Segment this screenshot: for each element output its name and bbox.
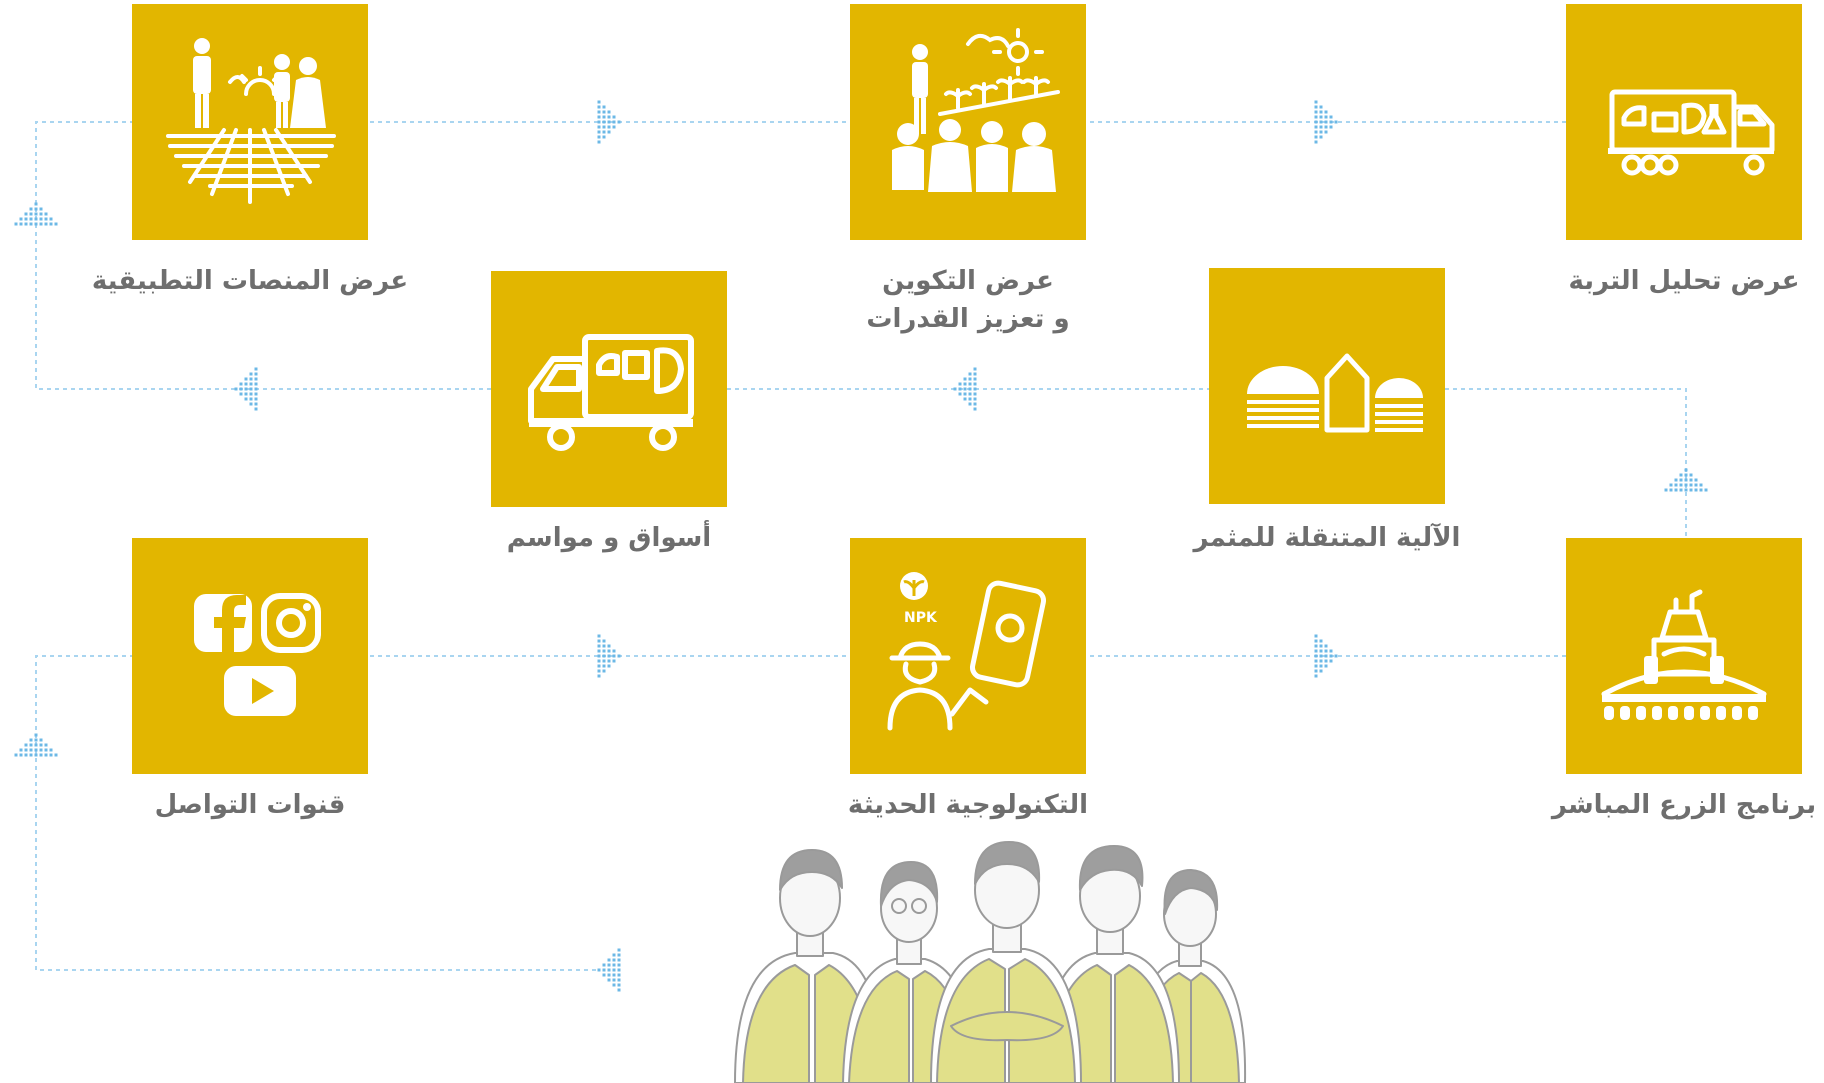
flow-arrow-icon — [953, 367, 977, 411]
tile-social-channels — [132, 538, 368, 774]
flow-arrow-icon — [1314, 100, 1338, 144]
demo-field-icon — [166, 38, 336, 204]
flow-arrow-icon — [597, 948, 621, 992]
flow-arrow-icon — [14, 202, 58, 226]
facebook-icon — [194, 594, 252, 652]
tile-soil-analysis — [1566, 4, 1802, 240]
youtube-icon — [224, 666, 296, 716]
label-social-channels: قنوات التواصل — [120, 786, 380, 824]
flow-arrow-icon — [1314, 634, 1338, 678]
label-line: و تعزيز القدرات — [866, 304, 1070, 334]
instagram-icon — [261, 593, 321, 653]
soil-lab-truck-icon — [1608, 89, 1775, 176]
tile-training — [850, 4, 1086, 240]
connector-row1 — [35, 121, 1566, 390]
delivery-truck-icon — [528, 334, 694, 451]
label-technology: التكنولوجية الحديثة — [798, 786, 1138, 824]
advisor-team-illustration — [734, 841, 1247, 1083]
tile-demo-platforms — [132, 4, 368, 240]
flow-arrow-icon — [1664, 468, 1708, 492]
tile-technology: NPK — [850, 538, 1086, 774]
label-line: عرض تحليل التربة — [1568, 266, 1800, 296]
label-soil-analysis: عرض تحليل التربة — [1554, 262, 1814, 300]
npk-logo-text: NPK — [904, 610, 938, 626]
label-line: التكنولوجية الحديثة — [847, 790, 1089, 820]
label-training: عرض التكوين و تعزيز القدرات — [838, 262, 1098, 338]
arrow-layer — [14, 100, 1708, 992]
tile-direct-seeding — [1566, 538, 1802, 774]
label-line: الآلية المتنقلة للمثمر — [1193, 523, 1461, 553]
social-media-icon — [194, 593, 321, 716]
farmer-smartphone-icon: NPK — [887, 572, 1047, 731]
label-line: عرض التكوين — [882, 266, 1054, 296]
label-direct-seeding: برنامج الزرع المباشر — [1544, 786, 1824, 824]
team-member — [930, 841, 1082, 1083]
label-line: عرض المنصات التطبيقية — [91, 266, 409, 296]
tile-mobile-unit — [1209, 268, 1445, 504]
label-demo-platforms: عرض المنصات التطبيقية — [80, 262, 420, 300]
seed-drill-tractor-icon — [1601, 589, 1767, 720]
flow-arrow-icon — [597, 100, 621, 144]
flow-arrow-icon — [234, 367, 258, 411]
label-line: أسواق و مواسم — [506, 523, 712, 553]
label-mobile-unit: الآلية المتنقلة للمثمر — [1167, 519, 1487, 557]
tile-markets — [491, 271, 727, 507]
flow-arrow-icon — [597, 634, 621, 678]
connector-row2-right — [1445, 388, 1687, 537]
storage-silos-icon — [1247, 353, 1423, 433]
label-line: قنوات التواصل — [154, 790, 346, 820]
training-group-icon — [892, 28, 1060, 192]
flow-arrow-icon — [14, 733, 58, 757]
label-markets: أسواق و مواسم — [479, 519, 739, 557]
label-line: برنامج الزرع المباشر — [1551, 790, 1817, 820]
